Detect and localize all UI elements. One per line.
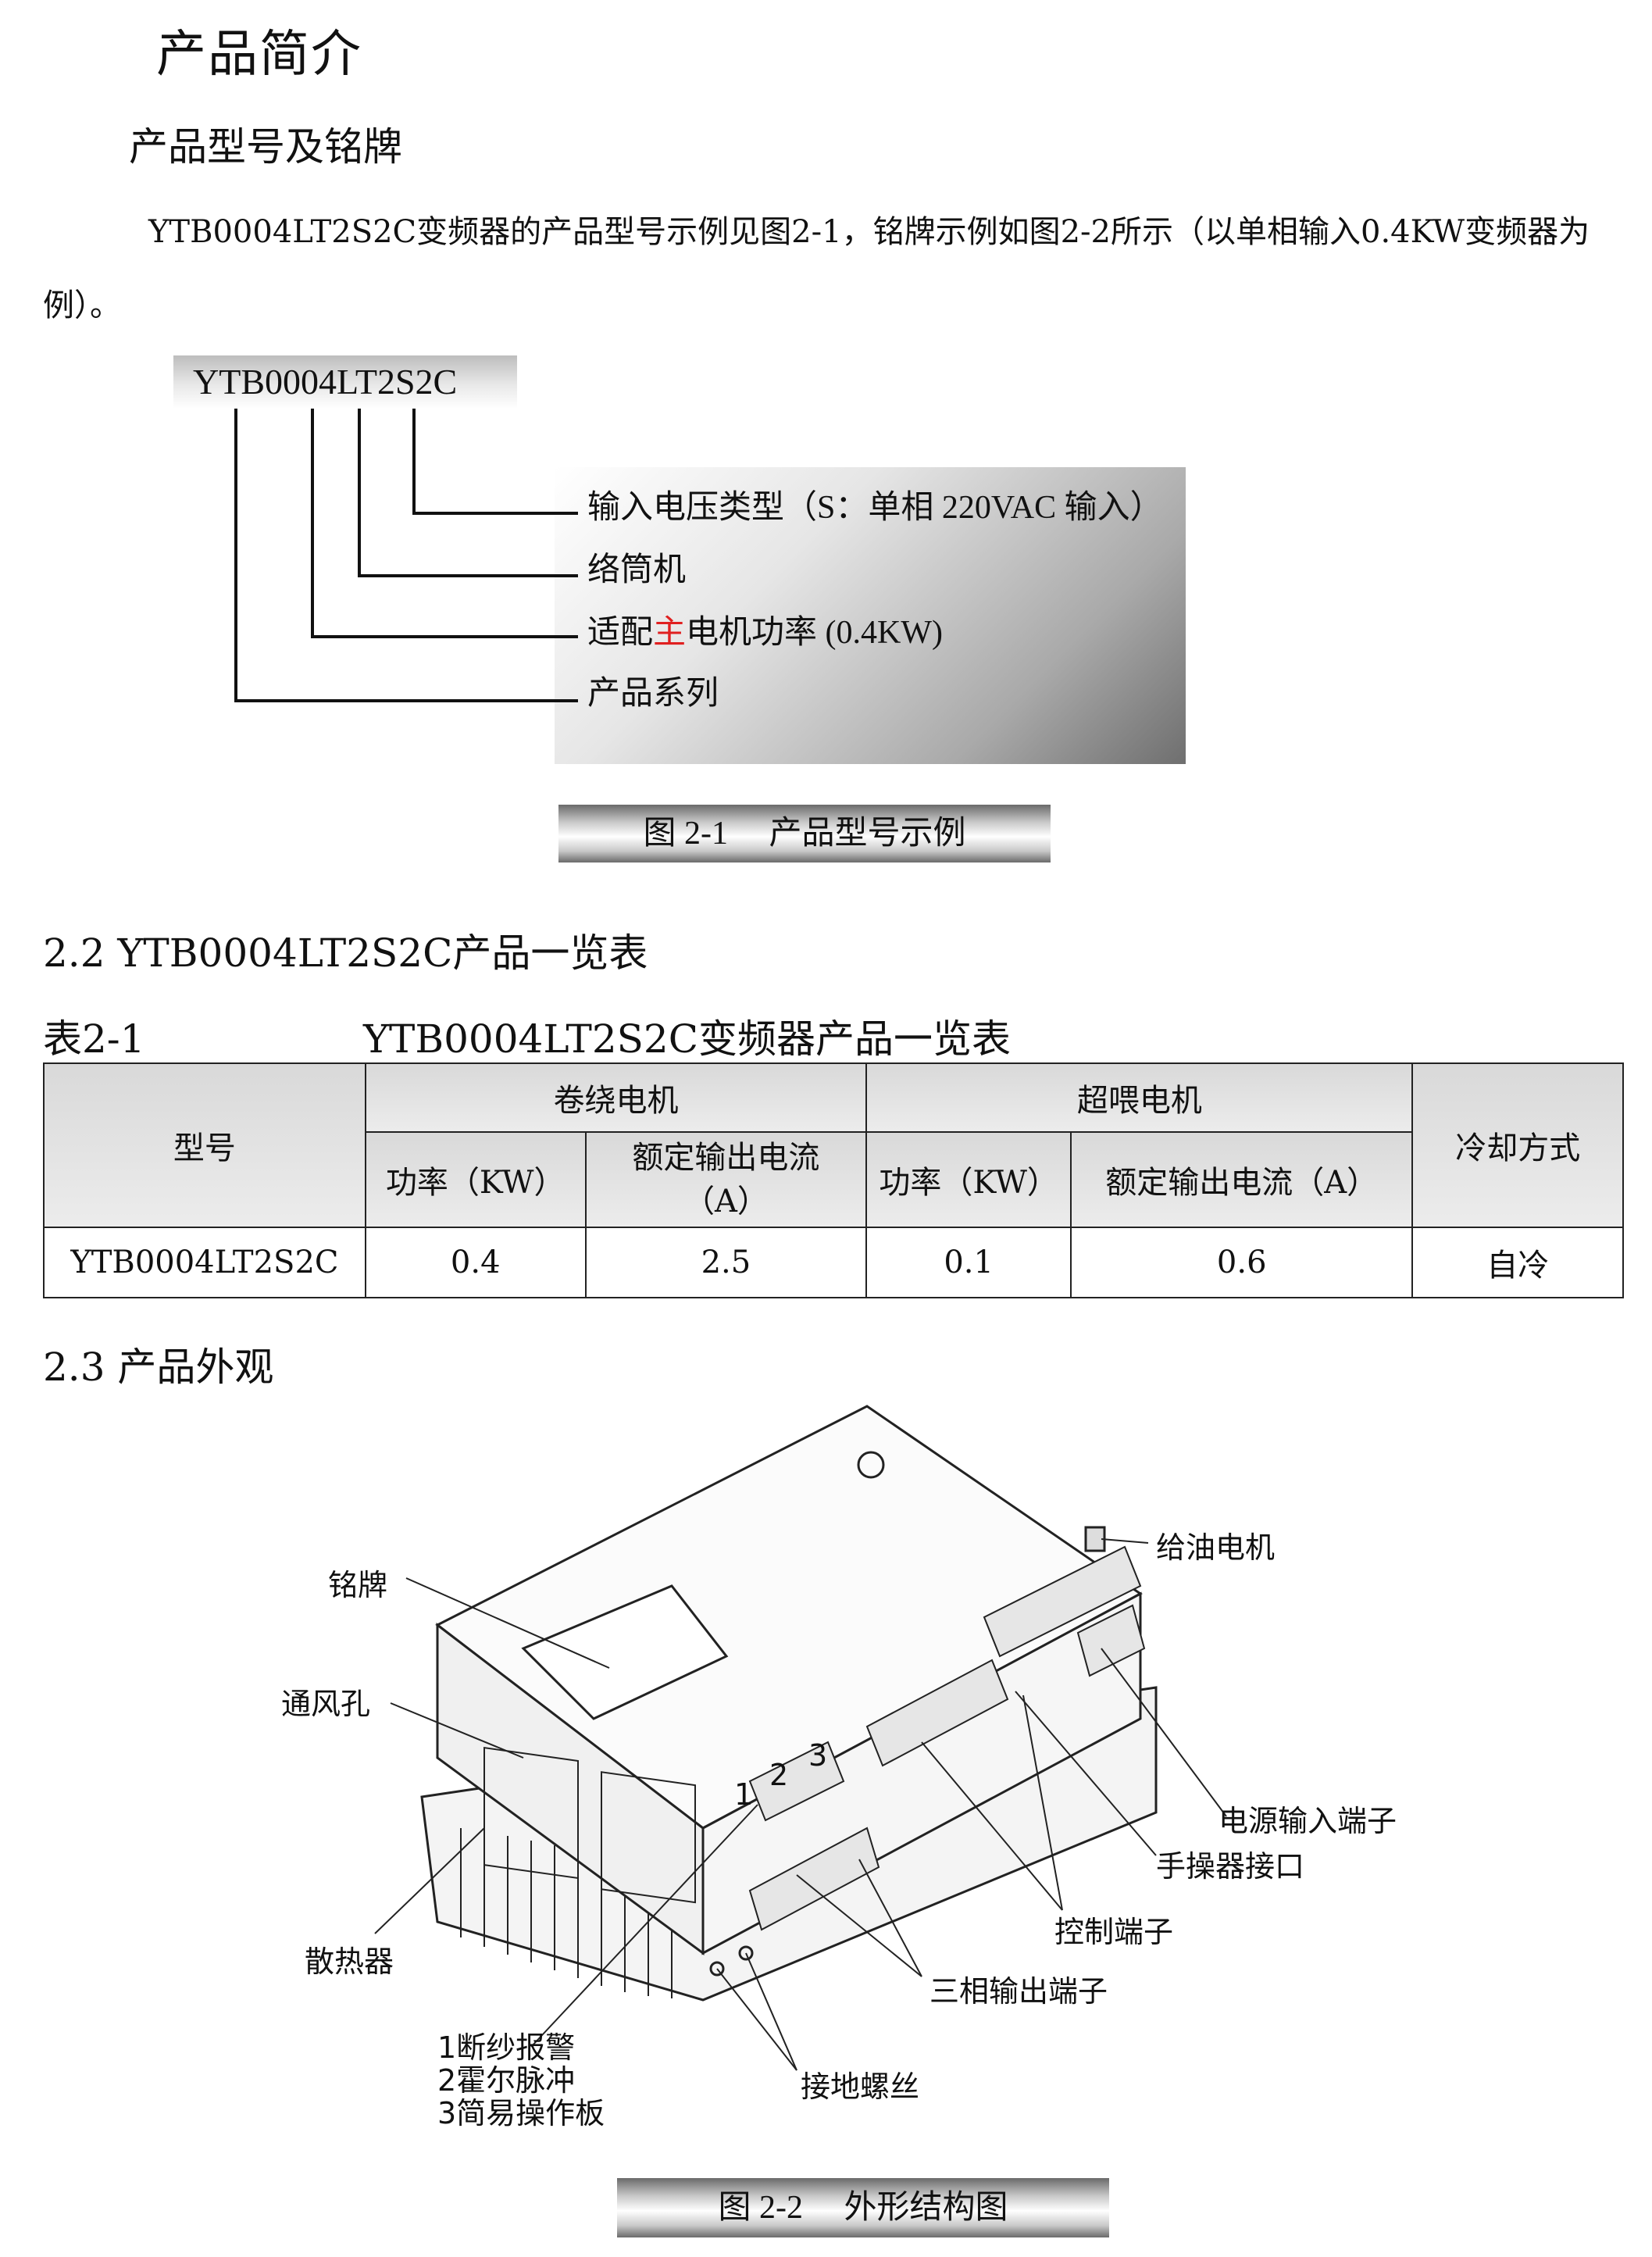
cell-cooling: 自冷	[1411, 1227, 1624, 1298]
table-caption-title: YTB0004LT2S2C变频器产品一览表	[363, 1016, 1011, 1062]
section-heading-list: 2.2 YTB0004LT2S2C产品一览表	[43, 930, 648, 976]
cell-power-winding: 0.4	[364, 1227, 587, 1298]
label-power-red: 主	[653, 615, 687, 651]
header-current-feed: 额定输出电流（A）	[1070, 1131, 1414, 1228]
callout-number-2: 2	[769, 1758, 789, 1792]
model-explanation-panel	[555, 467, 1186, 764]
figure-2-2-caption: 图 2-2 外形结构图	[617, 2178, 1109, 2237]
callout-vent: 通风孔	[281, 1687, 371, 1721]
label-motor-power: 适配主电机功率 (0.4KW)	[587, 605, 943, 653]
section-heading-appearance: 2.3 产品外观	[43, 1345, 274, 1390]
callout-control-terminal: 控制端子	[1054, 1915, 1174, 1949]
figure-2-1-caption: 图 2-1 产品型号示例	[558, 805, 1051, 862]
header-cooling: 冷却方式	[1411, 1062, 1624, 1228]
callout-nameplate: 铭牌	[328, 1568, 388, 1602]
callout-number-1: 1	[734, 1777, 754, 1812]
header-power-winding: 功率（KW）	[364, 1131, 587, 1228]
label-machine-type: 络筒机	[587, 552, 687, 588]
cell-current-winding: 2.5	[584, 1227, 868, 1298]
callout-hand-interface: 手操器接口	[1156, 1849, 1305, 1884]
label-power-suffix: 电机功率 (0.4KW)	[686, 615, 943, 651]
intro-paragraph: YTB0004LT2S2C变频器的产品型号示例见图2-1，铭牌示例如图2-2所示…	[43, 214, 1590, 323]
table-caption-number: 表2-1	[43, 1016, 145, 1062]
cell-current-feed: 0.6	[1070, 1227, 1414, 1298]
callout-heatsink: 散热器	[305, 1945, 394, 1979]
callout-three-phase-output: 三相输出端子	[929, 1974, 1108, 2009]
callout-oil-motor: 给油电机	[1156, 1530, 1276, 1565]
label-input-voltage: 输入电压类型（S：单相 220VAC 输入）	[587, 490, 1163, 526]
section-heading-model: 产品型号及铭牌	[129, 124, 402, 170]
page-title: 产品简介	[156, 26, 362, 84]
cell-model: YTB0004LT2S2C	[43, 1227, 366, 1298]
legend-item-3: 3简易操作板	[437, 2096, 605, 2130]
header-model: 型号	[43, 1062, 366, 1228]
appearance-figure: 铭牌 通风孔 散热器 给油电机 电源输入端子 手操器接口 控制端子 三相输出端子…	[0, 1391, 1652, 2203]
callout-number-3: 3	[808, 1738, 828, 1773]
legend-item-1: 1断纱报警	[437, 2030, 576, 2065]
header-winding-motor: 卷绕电机	[364, 1062, 868, 1133]
callout-ground-screw: 接地螺丝	[801, 2070, 920, 2104]
label-product-series: 产品系列	[587, 676, 719, 712]
inverter-drawing	[374, 1405, 1227, 2071]
product-table: 型号 卷绕电机 超喂电机 冷却方式 功率（KW） 额定输出电流（A） 功率（KW…	[43, 1062, 1624, 1298]
header-current-winding: 额定输出电流（A）	[584, 1131, 868, 1228]
header-feed-motor: 超喂电机	[865, 1062, 1414, 1133]
legend-item-2: 2霍尔脉冲	[437, 2063, 576, 2098]
cell-power-feed: 0.1	[865, 1227, 1072, 1298]
model-code-box: YTB0004LT2S2C	[173, 355, 517, 409]
label-power-prefix: 适配	[587, 615, 654, 651]
header-power-feed: 功率（KW）	[865, 1131, 1072, 1228]
callout-power-input: 电源输入端子	[1218, 1804, 1397, 1838]
